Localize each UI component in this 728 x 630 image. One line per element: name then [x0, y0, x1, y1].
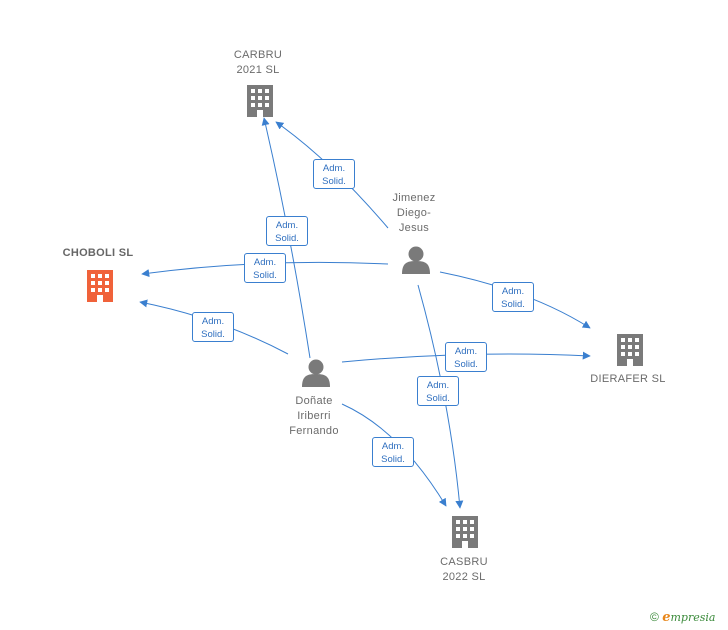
- edge-label-jimenez-choboli: Adm. Solid.: [244, 253, 286, 283]
- jimenez-label[interactable]: Jimenez Diego- Jesus: [392, 192, 436, 234]
- carbru-label[interactable]: CARBRU 2021 SL: [233, 49, 283, 76]
- donate-label[interactable]: Doñate Iriberri Fernando: [289, 395, 339, 437]
- edge-label-donate-dierafer: Adm. Solid.: [445, 342, 487, 372]
- dierafer-label[interactable]: DIERAFER SL: [590, 373, 666, 385]
- casbru-label[interactable]: CASBRU 2022 SL: [440, 556, 488, 583]
- edge-label-donate-choboli: Adm. Solid.: [192, 312, 234, 342]
- edge-label-donate-carbru: Adm. Solid.: [266, 216, 308, 246]
- edge-label-jimenez-casbru: Adm. Solid.: [417, 376, 459, 406]
- choboli-building-icon[interactable]: [87, 270, 113, 302]
- donate-person-icon[interactable]: [302, 359, 330, 388]
- jimenez-person-icon[interactable]: [402, 246, 430, 275]
- dierafer-building-icon[interactable]: [617, 334, 643, 366]
- footer-credit: © empresia: [650, 610, 715, 625]
- edge-label-donate-casbru: Adm. Solid.: [372, 437, 414, 467]
- copyright-icon: ©: [650, 610, 659, 624]
- casbru-building-icon[interactable]: [452, 516, 478, 548]
- empresia-logo[interactable]: empresia: [662, 610, 716, 625]
- edge-label-jimenez-dierafer: Adm. Solid.: [492, 282, 534, 312]
- choboli-label[interactable]: CHOBOLI SL: [62, 247, 134, 259]
- edge-label-jimenez-carbru: Adm. Solid.: [313, 159, 355, 189]
- carbru-building-icon[interactable]: [247, 85, 273, 117]
